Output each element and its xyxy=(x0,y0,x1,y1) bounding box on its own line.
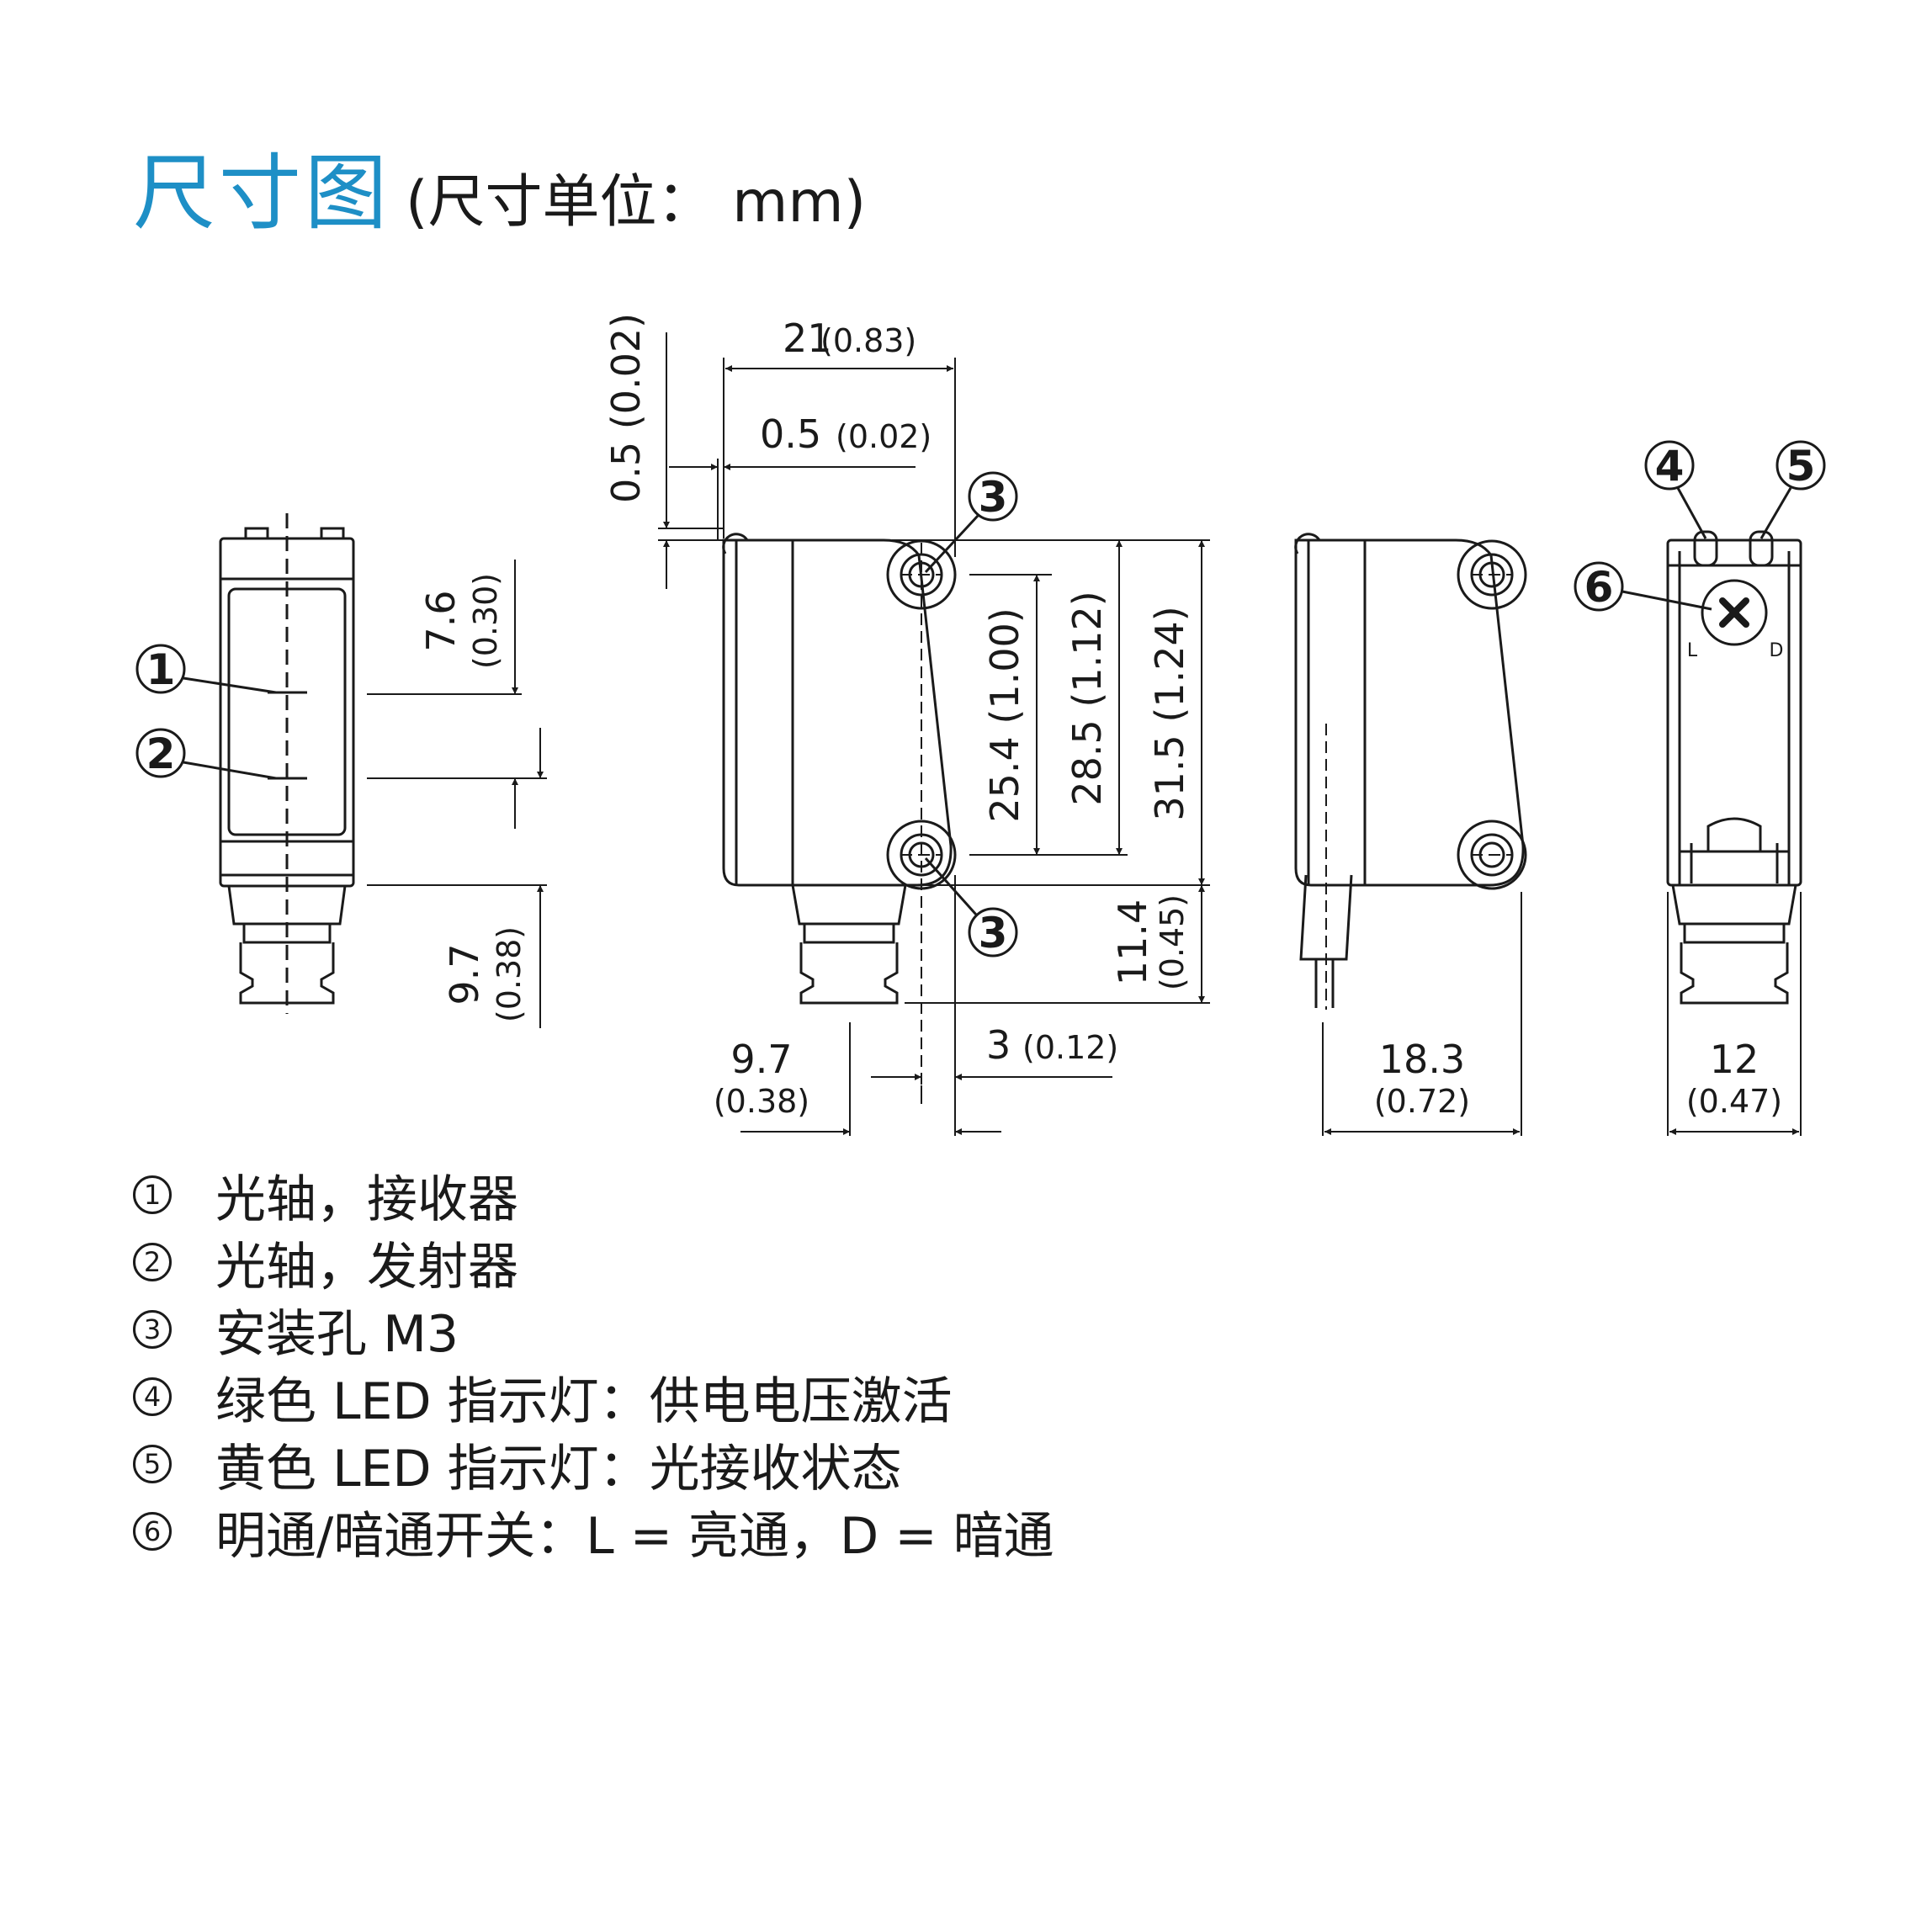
legend-text: 光轴，发射器 xyxy=(215,1237,518,1297)
legend-number: 1 xyxy=(133,1175,172,1214)
dim-7-6: 7.6 xyxy=(418,590,464,651)
dim-7-6-in: (0.30) xyxy=(467,573,504,669)
callout-3-top: 3 xyxy=(979,473,1008,522)
dim-11-4-in: (0.45) xyxy=(1154,894,1191,990)
rear-view-dimensions xyxy=(1322,892,1522,1136)
green-led-icon xyxy=(1693,530,1718,567)
switch-label-l: L xyxy=(1687,640,1698,661)
dim-12-in: (0.47) xyxy=(1686,1083,1782,1120)
legend-text: 黄色 LED 指示灯：光接收状态 xyxy=(215,1439,902,1499)
legend-number: 6 xyxy=(133,1512,172,1551)
switch-x-icon xyxy=(1719,597,1749,628)
dim-9-7: 9.7 xyxy=(730,1037,792,1082)
dim-12: 12 xyxy=(1710,1037,1760,1082)
end-view xyxy=(1666,530,1802,1005)
dim-3-in: (0.12) xyxy=(1022,1029,1118,1066)
legend-item: 6 明通/暗通开关：L = 亮通，D = 暗通 xyxy=(133,1498,1054,1566)
legend-item: 5 黄色 LED 指示灯：光接收状态 xyxy=(133,1430,1054,1499)
dim-3: 3 xyxy=(986,1022,1011,1068)
front-view-dimensions xyxy=(367,560,547,1028)
rear-view xyxy=(1294,533,1527,1008)
switch-label-d: D xyxy=(1770,640,1784,661)
legend-number: 4 xyxy=(133,1377,172,1416)
page-title: 尺寸图(尺寸单位： mm) xyxy=(133,126,866,246)
legend: 1 光轴，接收器 2 光轴，发射器 3 安装孔 M3 4 绿色 LED 指示灯：供电电压… xyxy=(133,1161,1054,1566)
title-main: 尺寸图 xyxy=(133,146,391,241)
dim-31-5: 31.5 (1.24) xyxy=(1147,606,1192,820)
side-view-callouts xyxy=(924,471,1018,958)
callout-4: 4 xyxy=(1655,442,1685,491)
dim-0-5-horizontal: 0.5 xyxy=(760,411,821,457)
dim-18-3-in: (0.72) xyxy=(1374,1083,1470,1120)
side-view-dimensions xyxy=(658,332,1210,1136)
legend-item: 4 绿色 LED 指示灯：供电电压激活 xyxy=(133,1363,1054,1431)
end-view-callouts xyxy=(1574,440,1826,612)
callout-6: 6 xyxy=(1584,563,1614,612)
end-view-dimensions xyxy=(1667,892,1802,1136)
dim-9-7-side: 9.7 xyxy=(442,943,487,1005)
callout-1: 1 xyxy=(146,645,176,694)
legend-text: 安装孔 M3 xyxy=(215,1304,459,1364)
dim-21-in: (0.83) xyxy=(820,322,916,359)
rear-view-centerlines xyxy=(1325,574,1513,1010)
dim-25-4: 25.4 (1.00) xyxy=(982,607,1027,822)
dim-9-7-in: (0.38) xyxy=(714,1083,809,1120)
callout-2: 2 xyxy=(146,729,176,778)
legend-number: 5 xyxy=(133,1445,172,1483)
legend-item: 2 光轴，发射器 xyxy=(133,1228,1054,1297)
dim-11-4: 11.4 xyxy=(1110,899,1155,985)
dim-18-3: 18.3 xyxy=(1379,1037,1465,1082)
legend-text: 光轴，接收器 xyxy=(215,1170,518,1229)
title-unit-note: (尺寸单位： mm) xyxy=(406,169,867,236)
dim-28-5: 28.5 (1.12) xyxy=(1064,591,1110,805)
dim-9-7-side-in: (0.38) xyxy=(491,926,528,1022)
side-view xyxy=(722,533,957,1005)
dim-21: 21 xyxy=(783,316,832,361)
legend-number: 3 xyxy=(133,1310,172,1349)
legend-item: 1 光轴，接收器 xyxy=(133,1161,1054,1229)
side-view-centerlines xyxy=(900,543,942,1094)
legend-text: 绿色 LED 指示灯：供电电压激活 xyxy=(215,1371,953,1431)
legend-number: 2 xyxy=(133,1243,172,1281)
legend-item: 3 安装孔 M3 xyxy=(133,1296,1054,1364)
callout-3-bottom: 3 xyxy=(979,909,1008,958)
front-view-callouts xyxy=(135,644,277,780)
yellow-led-icon xyxy=(1749,530,1774,567)
legend-text: 明通/暗通开关：L = 亮通，D = 暗通 xyxy=(215,1506,1054,1566)
dim-0-5-horizontal-in: (0.02) xyxy=(836,418,932,455)
front-view xyxy=(219,513,355,1014)
callout-5: 5 xyxy=(1786,442,1816,491)
dim-0-5-vertical: 0.5 (0.02) xyxy=(603,313,649,503)
